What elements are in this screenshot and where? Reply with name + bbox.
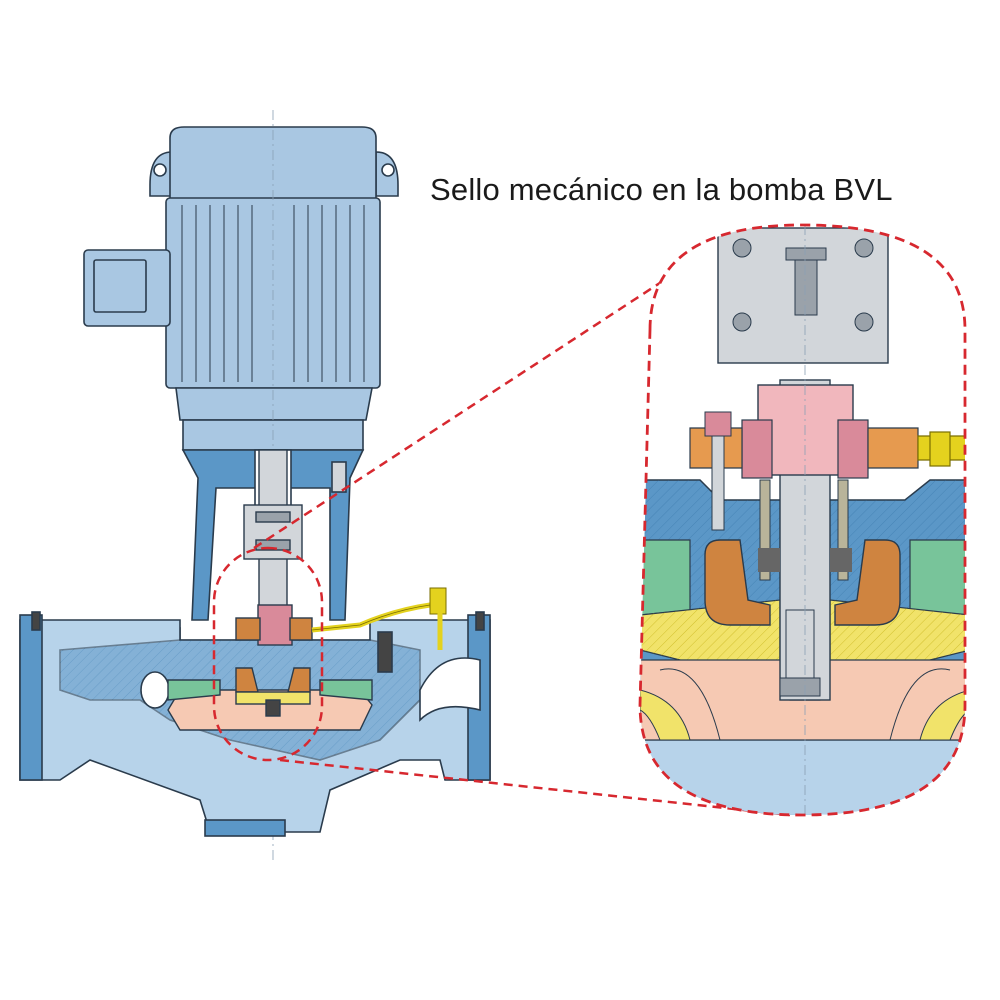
flange-bolt (31, 611, 41, 631)
impeller-bolt (785, 609, 815, 681)
impeller-nut-head (779, 677, 821, 697)
callout-connector-top (253, 260, 693, 550)
lifting-eye-right-icon (375, 151, 399, 197)
casing-bolt (377, 631, 393, 673)
callout-ellipse-large-icon (638, 223, 967, 817)
zoom-gland-right (834, 539, 901, 626)
seal-gland-left (235, 617, 261, 641)
coupling-bolt-icon (732, 312, 752, 332)
flush-valve (429, 587, 447, 615)
flange-left (19, 614, 43, 781)
coupling-bolt-icon (732, 238, 752, 258)
gland-plate-right (867, 427, 919, 469)
gland-bolt-head (704, 411, 732, 437)
bracket-bolt (331, 461, 347, 493)
impeller-shroud-left (640, 689, 691, 741)
terminal-box-cover (93, 259, 147, 313)
coupling-center-bolt-head (785, 247, 827, 261)
motor-end-shield (175, 387, 373, 421)
zoom-sleeve-right (837, 479, 849, 581)
impeller-shroud-right (919, 689, 965, 741)
callout-connector-bottom (279, 758, 791, 817)
gasket-right (319, 679, 373, 701)
impeller-vane (889, 668, 951, 741)
gasket-left (167, 679, 221, 701)
motor-cooling-fins (181, 205, 365, 382)
suction-passage (140, 671, 170, 709)
callout-ellipse-small-icon (212, 546, 324, 762)
flush-line-icon (311, 587, 447, 650)
flush-pipe-outline (311, 599, 441, 631)
motor (83, 110, 399, 860)
seal-gland-right (289, 617, 313, 641)
coupling-center-bolt (794, 254, 818, 316)
zoom-lower-casing (640, 739, 965, 815)
coupling-bolt-icon (854, 238, 874, 258)
gland-bolt-shank (711, 435, 725, 531)
lifting-eye-right-hole (381, 163, 395, 177)
lifting-eye-left-hole (153, 163, 167, 177)
zoom-detail (640, 225, 965, 815)
zoom-gasket-left (640, 539, 691, 616)
zoom-gland-left (704, 539, 771, 626)
discharge-passage (419, 657, 481, 722)
coupling-bolt (255, 511, 291, 523)
flange-bolt (475, 611, 485, 631)
impeller-vane (659, 668, 721, 741)
zoom-packing-left (758, 548, 780, 572)
casing-foot (204, 819, 286, 837)
seal-ring-left (741, 419, 773, 479)
coupling-bolt-icon (854, 312, 874, 332)
zoom-packing-right (830, 548, 852, 572)
zoom-flush-nut (929, 431, 951, 467)
zoom-gasket-right (909, 539, 965, 616)
coupling-bolt (255, 539, 291, 551)
zoom-mechanical-seal-icon (757, 384, 854, 476)
lifting-eye-left-icon (149, 151, 173, 197)
seal-ring-right (837, 419, 869, 479)
mechanical-seal-icon (257, 604, 293, 646)
motor-fan-cover (169, 126, 377, 201)
diagram-title: Sello mecánico en la bomba BVL (430, 172, 893, 207)
impeller-nut (265, 699, 281, 717)
zoom-sleeve-left (759, 479, 771, 581)
